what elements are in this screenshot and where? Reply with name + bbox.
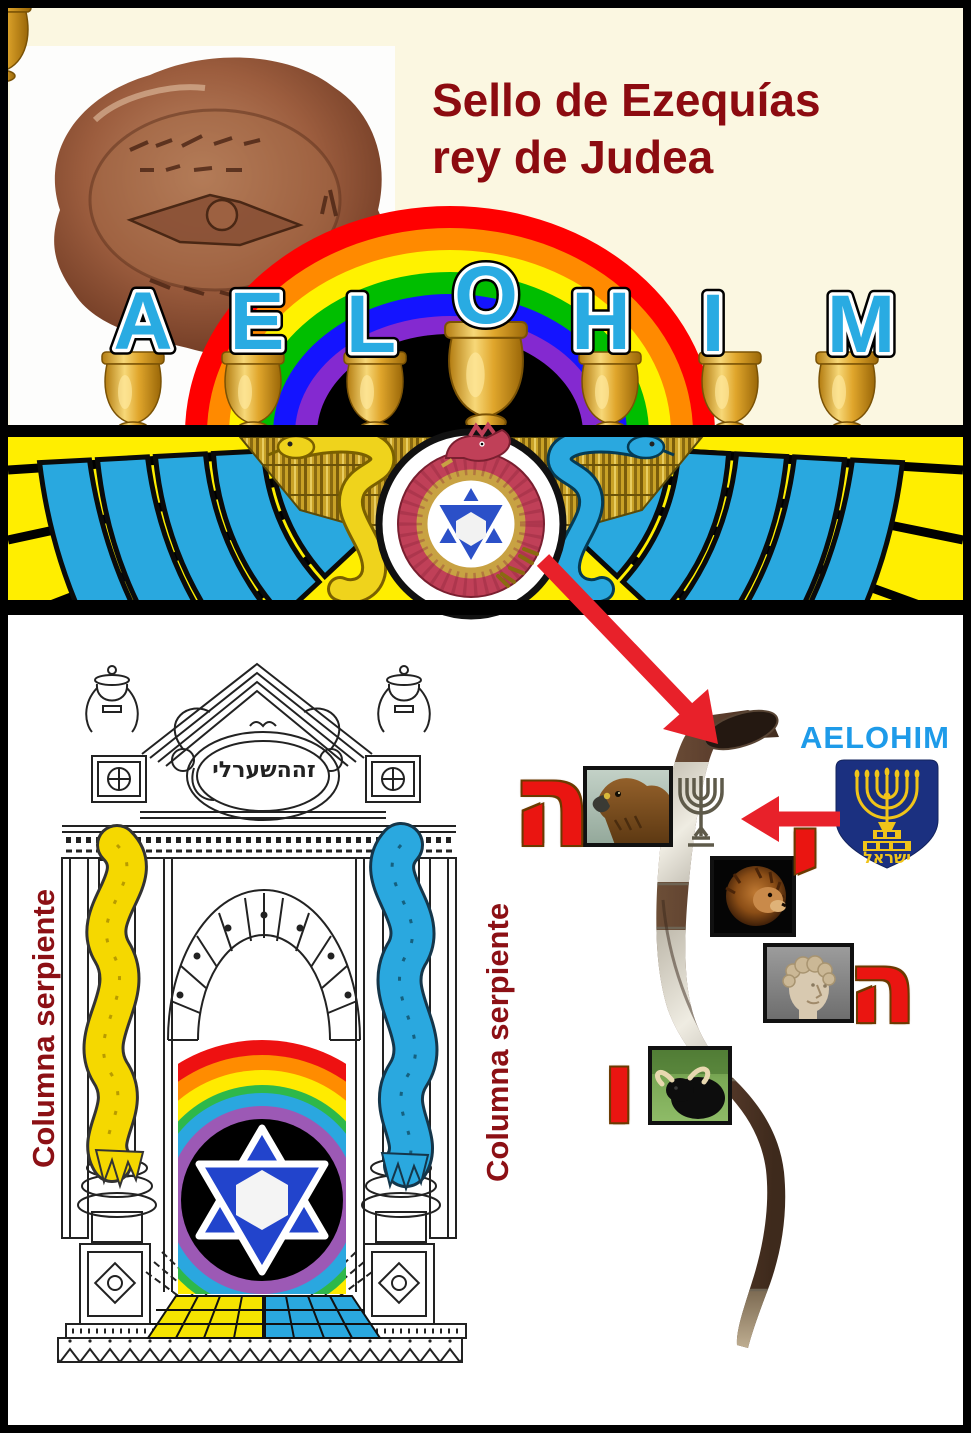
israel-emblem: ישראל (835, 759, 939, 869)
emblem-menorah (855, 776, 919, 822)
hebrew-letter-he-2: ה (848, 929, 917, 1046)
seal-winged-sun (126, 193, 304, 247)
david-statue-photo (763, 943, 854, 1023)
cartouche-hebrew-text: זההשערלי (212, 758, 316, 783)
ouroboros-body (398, 451, 544, 597)
ouroboros-head (440, 421, 511, 468)
hebrew-letter-vav: ו (602, 1029, 637, 1146)
blue-banner (372, 825, 436, 1185)
coffered-arch (167, 889, 361, 1041)
arch-star-of-david (195, 1124, 329, 1276)
right-column-label: Columna serpiente (480, 902, 515, 1182)
rainbow-letters: A E L O H I M A E L O H I M (107, 244, 901, 376)
right-urn (377, 665, 431, 733)
serpent-banners (82, 822, 439, 1193)
left-urn (85, 665, 139, 733)
page-title: Sello de Ezequías rey de Judea (432, 72, 821, 186)
title-line-1: Sello de Ezequías (432, 74, 821, 126)
aelohim-label: AELOHIM (800, 720, 950, 755)
title-line-2: rey de Judea (432, 131, 714, 183)
emblem-caption: ישראל (863, 848, 911, 867)
ouroboros-medallion (375, 421, 567, 620)
svg-text:E: E (230, 276, 285, 367)
svg-text:L: L (346, 279, 396, 370)
cartouche-outer (186, 731, 340, 821)
hebrew-letter-yod: י (788, 786, 823, 921)
scratched-star (694, 973, 738, 1023)
lion-photo (710, 856, 796, 937)
left-column-label: Columna serpiente (26, 888, 61, 1168)
arch-rainbow (178, 1040, 346, 1294)
svg-text:H: H (571, 276, 630, 367)
checkered-floor (146, 1295, 382, 1339)
svg-text:I: I (702, 278, 725, 369)
winged-sun-band (8, 421, 963, 620)
column-bases (77, 1158, 441, 1243)
svg-text:O: O (454, 250, 518, 341)
yellow-serpent (267, 437, 396, 605)
bull-photo (648, 1046, 732, 1125)
svg-text:E: E (230, 276, 285, 367)
svg-text:A: A (113, 276, 172, 367)
eagle-photo (583, 766, 673, 847)
svg-text:A: A (113, 276, 172, 367)
shofar-menorah-emboss (678, 776, 724, 847)
ouroboros-legs (496, 547, 539, 588)
svg-text:M: M (827, 279, 895, 370)
svg-text:O: O (454, 250, 518, 341)
svg-text:H: H (571, 276, 630, 367)
frieze-rosettes (91, 755, 421, 803)
hebrew-letter-he-1: ה (512, 738, 592, 873)
svg-text:M: M (827, 279, 895, 370)
svg-text:L: L (346, 279, 396, 370)
yellow-banner (85, 827, 145, 1180)
horn-tip (695, 1290, 786, 1348)
ouroboros-star-of-david (434, 482, 508, 566)
